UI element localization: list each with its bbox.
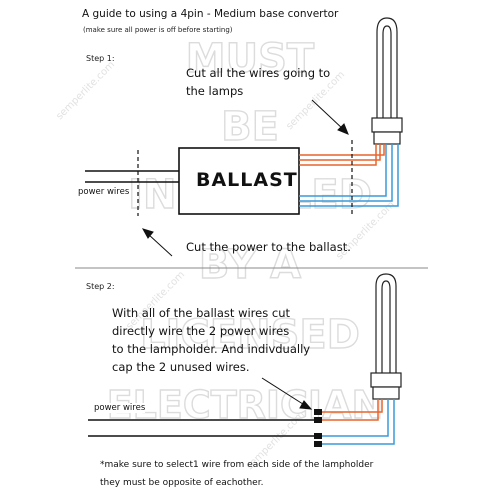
wire-caps: [314, 409, 322, 447]
blue-wire-1: [299, 144, 387, 197]
step2-blue-wires: [322, 399, 395, 445]
watermark-line1: MUST: [186, 36, 315, 82]
footnote-line2: they must be opposite of eachother.: [100, 478, 264, 488]
lamp-step1: [371, 17, 403, 145]
watermark-line5: LICENSED: [140, 312, 360, 358]
ballast-label: BALLAST: [196, 169, 298, 191]
lamp-tube-outer: [376, 17, 398, 120]
connector-1: [314, 417, 322, 423]
step2-label: Step 2:: [86, 282, 115, 291]
lamp2-base-upper: [370, 372, 402, 388]
step2-orange-wire-2: [322, 399, 379, 421]
guide-subtitle: (make sure all power is off before start…: [83, 26, 233, 34]
step1-instruction-line2: the lamps: [186, 84, 244, 98]
arrow-to-lamp-cut: [311, 99, 349, 135]
orange-wire-3: [299, 144, 377, 166]
step2-orange-wire-1: [322, 399, 383, 413]
blue-wire-2: [299, 144, 393, 202]
arrow-to-power-cut: [141, 228, 173, 257]
footnote-line1: *make sure to select1 wire from each sid…: [100, 460, 374, 470]
blue-wire-3: [299, 144, 399, 207]
cap-1: [314, 409, 322, 415]
lamp2-tube-inner: [381, 280, 391, 375]
lamp-base-upper: [371, 117, 403, 133]
orange-wire-1: [299, 144, 385, 156]
lamp2-tube-outer: [375, 273, 397, 375]
step2-orange-wires: [322, 399, 383, 421]
lamp-base-lower: [373, 131, 401, 145]
step2-blue-wire-2: [322, 399, 395, 445]
connector-2: [314, 433, 322, 439]
ballast-orange-wires: [299, 144, 385, 166]
arrow-to-caps: [261, 377, 313, 410]
step2-instruction-line1: With all of the ballast wires cut: [112, 306, 290, 320]
lamp-step2: [370, 273, 402, 400]
step1-instruction-line1: Cut all the wires going to: [186, 66, 331, 80]
step2-instruction-line3: to the lampholder. And indivdually: [112, 342, 311, 356]
guide-title: A guide to using a 4pin - Medium base co…: [82, 8, 339, 20]
cap-2: [314, 441, 322, 447]
step1-power-wires-label: power wires: [78, 187, 130, 197]
step2-power-wires: [88, 419, 318, 437]
lamp2-base-lower: [372, 386, 400, 400]
step1-label: Step 1:: [86, 54, 115, 63]
orange-wire-2: [299, 144, 381, 161]
watermark-line4: BY A: [199, 242, 301, 288]
ballast-box: [178, 147, 300, 215]
step2-power-wires-label: power wires: [94, 403, 146, 413]
ballast-input-wires: [85, 170, 179, 183]
step2-blue-wire-1: [322, 399, 389, 437]
watermark-line2: BE: [221, 104, 279, 150]
step2-instruction-line4: cap the 2 unused wires.: [112, 360, 250, 374]
lamp-tube-inner: [382, 25, 392, 120]
step2-instruction-line2: directly wire the 2 power wires: [112, 324, 290, 338]
ballast-blue-wires: [299, 144, 399, 207]
step1-instruction-bottom: Cut the power to the ballast.: [186, 240, 351, 254]
